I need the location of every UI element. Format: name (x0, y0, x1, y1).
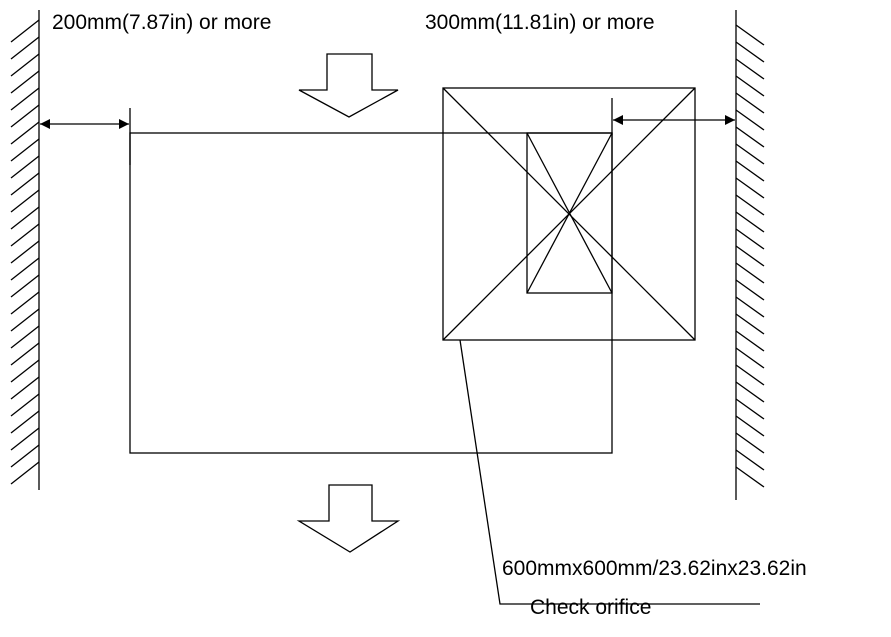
hatch-line (735, 330, 765, 352)
hatch-line (735, 126, 765, 148)
check-orifice-outline (442, 87, 696, 341)
hatch-line (10, 257, 40, 281)
airflow-out-arrow (296, 484, 401, 553)
orifice-leader-line (459, 339, 760, 605)
left-wall (10, 10, 40, 490)
hatch-line (735, 41, 765, 63)
hatch-line (10, 393, 40, 417)
hatch-line (735, 432, 765, 454)
orifice-size-label: 600mmx600mm/23.62inx23.62in (502, 557, 807, 580)
hatch-line (735, 415, 765, 437)
hatch-line (10, 206, 40, 230)
hatch-line (735, 313, 765, 335)
hatch-line (735, 262, 765, 284)
hatch-line (735, 75, 765, 97)
left-dimension-arrow (40, 119, 129, 129)
hatch-line (735, 160, 765, 182)
hatch-line (10, 19, 40, 43)
hatch-line (735, 228, 765, 250)
left-wall-hatching (10, 19, 40, 485)
left-clearance-label: 200mm(7.87in) or more (52, 11, 271, 34)
hatch-line (10, 155, 40, 179)
hatch-line (10, 325, 40, 349)
hatch-line (735, 92, 765, 114)
right-clearance-label: 300mm(11.81in) or more (425, 11, 655, 34)
inner-panel-outline (526, 132, 613, 294)
hatch-line (735, 449, 765, 471)
hatch-line (735, 177, 765, 199)
right-wall-hatching (735, 24, 765, 488)
hatch-line (10, 53, 40, 77)
hatch-line (735, 364, 765, 386)
hatch-line (735, 296, 765, 318)
hatch-line (10, 376, 40, 400)
check-orifice (442, 87, 696, 341)
airflow-in-arrow (298, 53, 399, 118)
hatch-line (10, 308, 40, 332)
hatch-line (735, 347, 765, 369)
hatch-line (10, 104, 40, 128)
hatch-line (735, 211, 765, 233)
right-wall (735, 10, 765, 500)
hatch-line (10, 291, 40, 315)
hatch-line (10, 461, 40, 485)
hatch-line (10, 36, 40, 60)
hatch-line (10, 189, 40, 213)
hatch-line (735, 24, 765, 46)
hatch-line (10, 223, 40, 247)
hatch-line (735, 381, 765, 403)
right-dimension-arrow (613, 115, 735, 125)
hatch-line (10, 427, 40, 451)
hatch-line (735, 194, 765, 216)
hatch-line (10, 70, 40, 94)
hatch-line (10, 240, 40, 264)
check-orifice-diagonal-2 (442, 87, 696, 341)
hatch-line (735, 109, 765, 131)
hatch-line (735, 143, 765, 165)
hatch-line (10, 121, 40, 145)
hatch-line (10, 138, 40, 162)
hatch-line (735, 466, 765, 488)
hatch-line (735, 279, 765, 301)
hatch-line (735, 398, 765, 420)
hatch-line (10, 87, 40, 111)
hatch-line (735, 245, 765, 267)
hatch-line (10, 274, 40, 298)
hatch-line (10, 410, 40, 434)
hatch-line (10, 359, 40, 383)
orifice-name-label: Check orifice (530, 596, 651, 619)
hatch-line (10, 342, 40, 366)
hatch-line (735, 58, 765, 80)
hatch-line (10, 172, 40, 196)
hatch-line (10, 444, 40, 468)
